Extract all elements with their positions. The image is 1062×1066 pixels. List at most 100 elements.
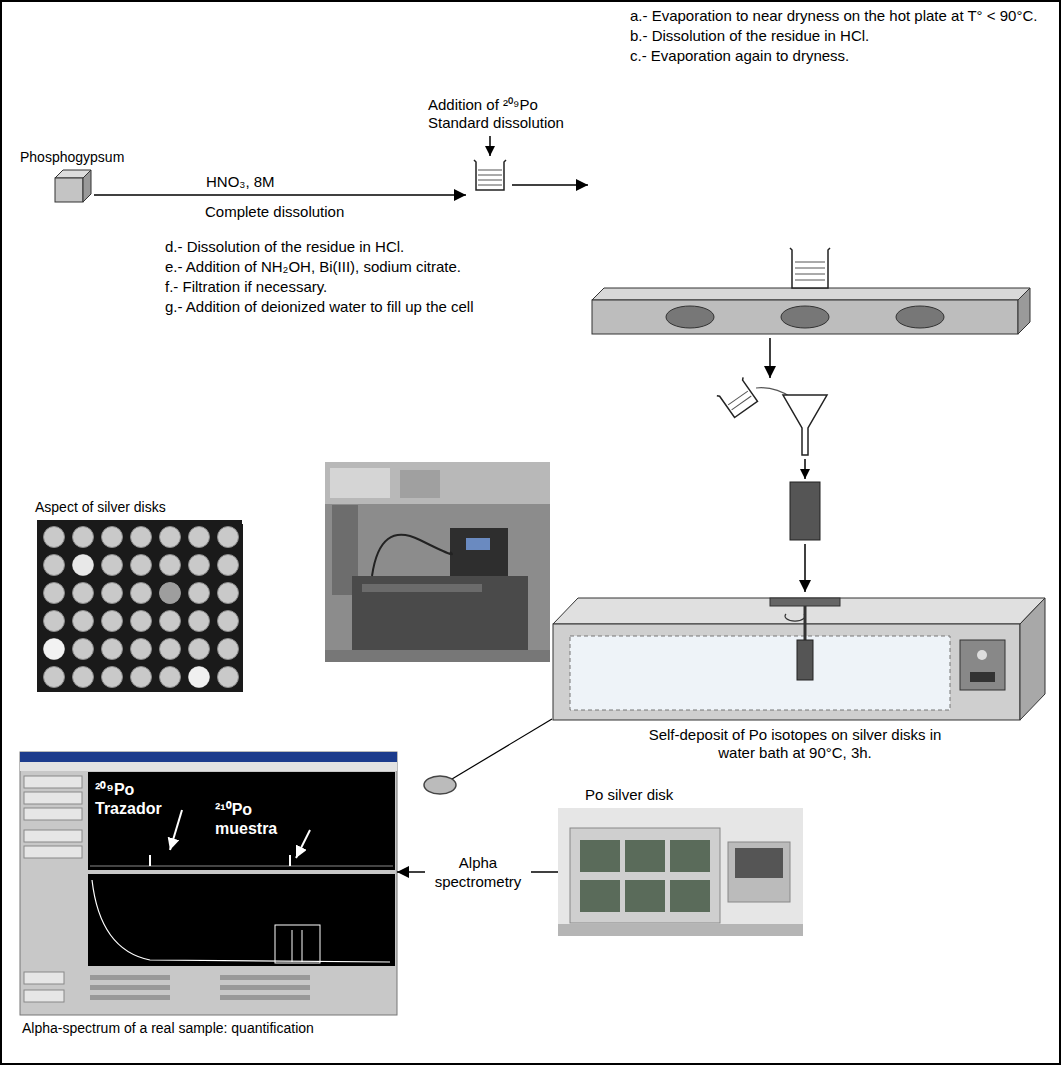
spectrometer-photo bbox=[735, 848, 783, 878]
step-text: e.- Addition of NH₂OH, Bi(III), sodium c… bbox=[165, 257, 585, 277]
water-bath bbox=[770, 598, 840, 606]
water-bath bbox=[553, 624, 1020, 720]
step-text: Aspect of silver disks bbox=[35, 499, 166, 516]
peak-label: ²⁰⁹Po Trazador bbox=[95, 780, 177, 818]
water-bath-step: Self-deposit of Po isotopes on silver di… bbox=[545, 592, 1050, 722]
spectrum-screenshot bbox=[220, 985, 310, 990]
spectrum-screenshot bbox=[90, 866, 393, 867]
spectrum-screenshot bbox=[20, 752, 397, 1015]
spectrometer-photo bbox=[558, 808, 803, 936]
beaker bbox=[478, 180, 502, 181]
hot-plate bbox=[896, 306, 944, 328]
addition-arrow bbox=[489, 136, 491, 156]
spectrum-screenshot bbox=[20, 752, 397, 1015]
pouring-beaker bbox=[717, 377, 759, 418]
hot-plate bbox=[781, 306, 829, 328]
text-group: Aspect of silver disks bbox=[35, 499, 166, 516]
text-group: d.- Dissolution of the residue in HCl.e.… bbox=[165, 237, 585, 317]
pouring-beaker bbox=[728, 391, 748, 405]
silver-disks-photo bbox=[160, 583, 181, 604]
spectrometer-photo bbox=[625, 880, 665, 912]
step-text: b.- Dissolution of the residue in HCl. bbox=[630, 26, 1055, 46]
spectrum-screenshot bbox=[220, 995, 310, 1000]
lab-photo bbox=[450, 528, 508, 576]
spectrometer-photo bbox=[625, 840, 665, 872]
deposition-cell bbox=[790, 482, 820, 540]
spectrum-screenshot bbox=[24, 808, 82, 820]
water-bath bbox=[960, 640, 1005, 690]
water-bath bbox=[797, 640, 813, 680]
spectrum-screenshot bbox=[24, 846, 82, 858]
hot-plate bbox=[592, 288, 1030, 334]
spectrum-screenshot bbox=[296, 830, 310, 858]
po-silver-disk bbox=[424, 776, 456, 794]
spectrum-screenshot bbox=[275, 925, 320, 963]
lab-photo bbox=[466, 538, 490, 550]
lab-photo bbox=[325, 462, 550, 662]
spectrum-screenshot bbox=[92, 880, 390, 962]
step-text: Phosphogypsum bbox=[20, 149, 124, 166]
spectrum-screenshot bbox=[88, 874, 395, 966]
beaker-on-plate bbox=[790, 248, 830, 288]
beaker bbox=[478, 185, 502, 186]
spectrometer-photo bbox=[728, 842, 790, 902]
beaker bbox=[478, 170, 502, 171]
step-text: Po silver disk bbox=[585, 786, 673, 804]
beaker bbox=[474, 160, 506, 190]
spectrometer-photo bbox=[558, 808, 803, 936]
disk-leader bbox=[452, 719, 552, 779]
spectrum-screenshot bbox=[289, 855, 291, 866]
water-bath bbox=[977, 650, 987, 660]
flow-arrow bbox=[512, 184, 588, 186]
peak-label: ²¹⁰Po muestra bbox=[215, 800, 305, 838]
spectrometer-photo bbox=[670, 840, 710, 872]
spectrum-screenshot bbox=[20, 752, 397, 762]
silver-disks-photo bbox=[37, 520, 243, 692]
step-text: c.- Evaporation again to dryness. bbox=[630, 46, 1055, 66]
lab-photo bbox=[400, 470, 440, 498]
spectrum-screenshot bbox=[20, 762, 397, 771]
lab-photo bbox=[362, 584, 482, 592]
material-box: Phosphogypsum bbox=[52, 168, 94, 204]
filtration-step: d.- Dissolution of the residue in HCl.e.… bbox=[712, 378, 834, 544]
hot-plate bbox=[1018, 288, 1030, 334]
beaker bbox=[474, 160, 506, 190]
spectrum-screenshot bbox=[90, 975, 170, 980]
pouring-beaker bbox=[732, 396, 752, 410]
spectrometer-step: Po silver disk bbox=[558, 808, 803, 936]
silver-disks-photo bbox=[40, 524, 243, 692]
spectrum-screenshot bbox=[220, 975, 310, 980]
lab-photo bbox=[372, 535, 452, 576]
spectrum-screenshot bbox=[88, 772, 395, 870]
gypsum-cube bbox=[83, 170, 91, 202]
spectrum-screenshot bbox=[302, 930, 303, 962]
step-text: f.- Filtration if necessary. bbox=[165, 277, 585, 297]
silver-disks-photo bbox=[37, 520, 242, 692]
water-bath bbox=[785, 614, 805, 621]
spectrum-screenshot bbox=[24, 792, 82, 804]
flow-arrow bbox=[769, 338, 771, 378]
spectrum-screenshot bbox=[24, 972, 64, 984]
gypsum-cube bbox=[55, 170, 91, 202]
beaker-on-plate bbox=[795, 268, 825, 269]
spectrum-screenshot bbox=[90, 995, 170, 1000]
spectrometer-photo bbox=[570, 828, 720, 923]
beaker-on-plate bbox=[795, 262, 825, 263]
spectrum-screenshot: Alpha-spectrum of a real sample: quantif… bbox=[20, 752, 397, 1015]
spectrum-screenshot bbox=[24, 830, 82, 842]
water-bath bbox=[570, 636, 950, 710]
text-group: Phosphogypsum bbox=[20, 149, 124, 166]
hot-plate-step: a.- Evaporation to near dryness on the h… bbox=[588, 150, 1034, 338]
silver-disks-photo: Aspect of silver disks bbox=[37, 520, 242, 692]
edge-label: HNO₃, 8M bbox=[203, 171, 278, 192]
beaker-on-plate bbox=[790, 248, 830, 288]
flow-arrow bbox=[804, 544, 806, 592]
filtrate-arrow bbox=[804, 459, 806, 479]
text-group: Addition of ²⁰⁹Po Standard dissolution bbox=[428, 96, 578, 132]
silver-disks-photo bbox=[189, 667, 210, 688]
water-bath bbox=[553, 598, 1045, 720]
